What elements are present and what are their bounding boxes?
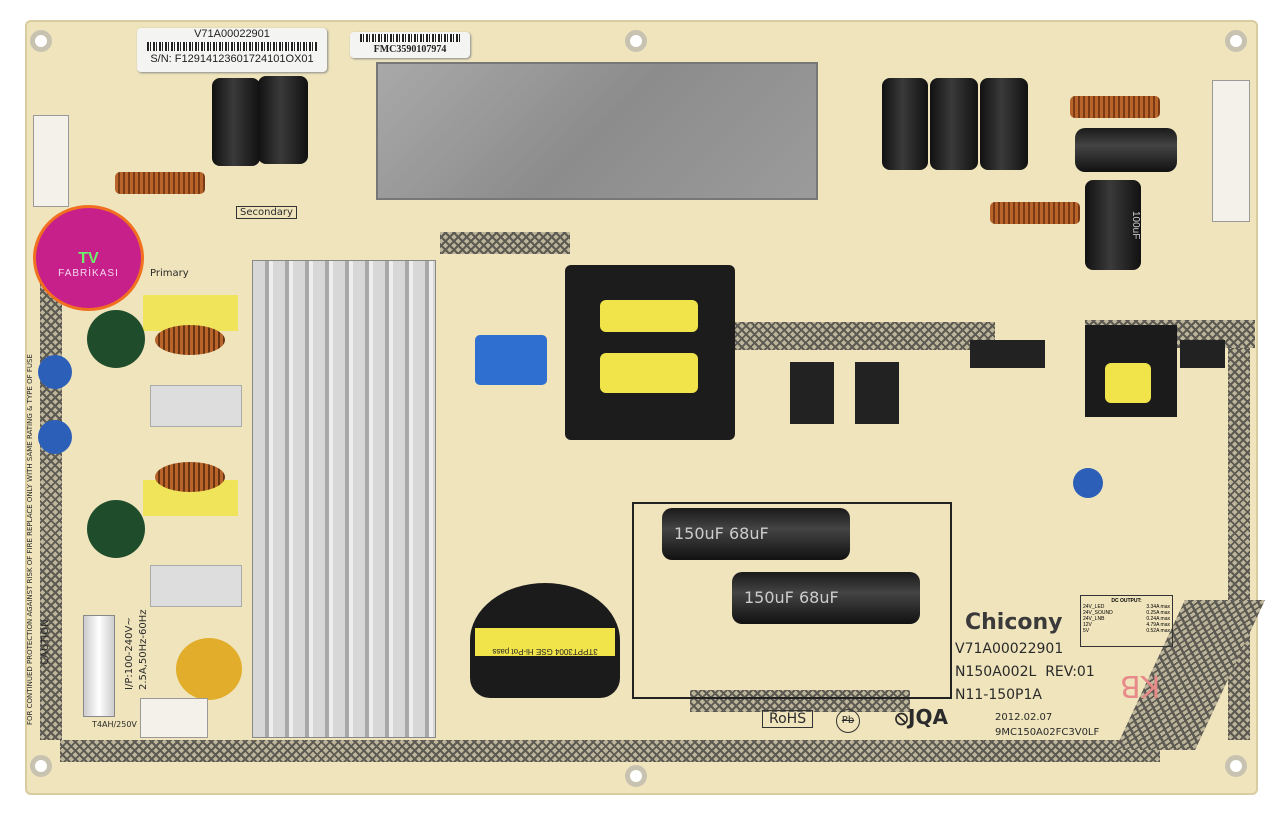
transformer-tape xyxy=(600,300,698,332)
input-current-rating: 2.5A,50Hz-60Hz xyxy=(138,609,149,690)
varistor xyxy=(176,638,242,700)
tv-fabrikasi-logo: TV FABRİKASI xyxy=(33,205,144,311)
pin-header xyxy=(1180,340,1225,368)
capacitor xyxy=(882,78,928,170)
ground-trace-right xyxy=(1228,340,1250,740)
ac-input-connector xyxy=(140,698,208,738)
fuse-warning-text: FOR CONTINUED PROTECTION AGAINST RISK OF… xyxy=(26,354,34,725)
board-code: 9MC150A02FC3V0LF xyxy=(995,727,1100,738)
barcode xyxy=(360,34,460,42)
standby-transformer xyxy=(1085,325,1177,417)
capacitor xyxy=(930,78,978,170)
ground-trace-bottom2 xyxy=(690,690,910,712)
main-transformer xyxy=(565,265,735,440)
mounting-hole xyxy=(625,30,647,52)
dc-output-name: 12V xyxy=(1083,622,1092,628)
serial-number: S/N: F12914123601724101OX01 xyxy=(150,53,314,65)
mounting-hole xyxy=(625,765,647,787)
capacitor xyxy=(212,78,260,166)
mounting-hole xyxy=(30,755,52,777)
input-rating: I/P:100-240V~ xyxy=(124,617,135,690)
model-sticker: V71A00022901 S/N: F12914123601724101OX01 xyxy=(137,28,327,72)
jqa-text: JQA xyxy=(908,705,948,729)
kb-stamp: KB xyxy=(1120,668,1161,703)
capacitor xyxy=(258,76,308,164)
y-capacitor xyxy=(38,355,72,389)
x-capacitor xyxy=(150,385,242,427)
model-code: N11-150P1A xyxy=(955,687,1042,703)
y-capacitor xyxy=(38,420,72,454)
output-connector-left xyxy=(33,115,69,207)
dc-output-value: 0.24A max xyxy=(1146,616,1170,622)
fuse xyxy=(83,615,115,717)
dc-output-row: 24V_LED 3.34A max xyxy=(1083,604,1170,610)
inductor-coil xyxy=(1070,96,1160,118)
ground-trace-left xyxy=(40,240,62,740)
output-connector-right xyxy=(1212,80,1250,222)
inductor-label: 3TPPT3004 GSE Hi-Pot pass xyxy=(475,628,615,656)
dc-output-row: 5V 0.52A max xyxy=(1083,628,1170,634)
mounting-hole xyxy=(30,30,52,52)
dc-output-name: 5V xyxy=(1083,628,1090,634)
mosfet xyxy=(790,362,834,424)
lead-free-mark: Pb xyxy=(836,709,860,733)
x-capacitor xyxy=(150,565,242,607)
film-capacitor xyxy=(475,335,547,385)
dc-output-name: 24V_LNB xyxy=(1083,616,1105,622)
model-number: V71A00022901 xyxy=(194,28,270,40)
transformer-tape xyxy=(600,353,698,393)
ground-trace-top xyxy=(440,232,570,254)
inductor-coil xyxy=(990,202,1080,224)
dc-output-value: 3.34A max xyxy=(1146,604,1170,610)
chicony-brand: Chicony xyxy=(965,610,1063,635)
ground-trace-bottom xyxy=(60,740,1160,762)
jqa-swirl-icon: ⦸ xyxy=(895,705,909,729)
fmc-number: FMC3590107974 xyxy=(373,44,447,55)
mounting-hole xyxy=(1225,30,1247,52)
caution-text: CAUTION xyxy=(40,619,51,665)
revision: N150A002L REV:01 xyxy=(955,664,1095,680)
dc-output-name: 24V_SOUND xyxy=(1083,610,1113,616)
bulk-capacitor: 150uF 68uF xyxy=(732,572,920,624)
dc-output-value: 0.25A max xyxy=(1146,610,1170,616)
common-mode-choke xyxy=(155,325,225,355)
bulk-cap-outline xyxy=(632,502,952,699)
thermistor xyxy=(87,310,145,368)
mosfet xyxy=(855,362,899,424)
common-mode-choke xyxy=(155,462,225,492)
y-capacitor xyxy=(1073,468,1103,498)
inductor-coil xyxy=(115,172,205,194)
capacitor-100uf: 100uF xyxy=(1085,180,1141,270)
secondary-label: Secondary xyxy=(236,206,297,219)
pin-header xyxy=(970,340,1045,368)
bulk-capacitor: 150uF 68uF xyxy=(662,508,850,560)
rohs-mark: RoHS xyxy=(762,710,814,728)
dc-output-row: 24V_LNB 0.24A max xyxy=(1083,616,1170,622)
logo-tv: TV xyxy=(78,250,99,267)
dc-output-row: 24V_SOUND 0.25A max xyxy=(1083,610,1170,616)
thermistor xyxy=(87,500,145,558)
part-number: V71A00022901 xyxy=(955,641,1064,657)
dc-output-value: 4.79A max xyxy=(1146,622,1170,628)
manufacture-date: 2012.02.07 xyxy=(995,712,1053,723)
pfc-inductor: 3TPPT3004 GSE Hi-Pot pass xyxy=(470,583,620,698)
mounting-hole xyxy=(1225,755,1247,777)
dc-output-title: DC OUTPUT: xyxy=(1111,598,1142,604)
primary-label: Primary xyxy=(150,268,189,279)
barcode xyxy=(147,42,317,51)
transformer-tape xyxy=(1105,363,1151,403)
dc-output-name: 24V_LED xyxy=(1083,604,1105,610)
dc-output-row: 12V 4.79A max xyxy=(1083,622,1170,628)
dc-output-table: DC OUTPUT: 24V_LED 3.34A max 24V_SOUND 0.2… xyxy=(1080,595,1173,647)
capacitor xyxy=(1075,128,1177,172)
jqa-mark: ⦸JQA xyxy=(895,705,948,729)
fmc-sticker: FMC3590107974 xyxy=(350,32,470,58)
capacitor xyxy=(980,78,1028,170)
fuse-rating: T4AH/250V xyxy=(92,720,137,729)
metal-shield xyxy=(376,62,818,200)
dc-output-value: 0.52A max xyxy=(1146,628,1170,634)
logo-fabrikasi: FABRİKASI xyxy=(58,268,119,279)
ground-trace-mid xyxy=(735,322,995,350)
heatsink xyxy=(252,260,436,738)
